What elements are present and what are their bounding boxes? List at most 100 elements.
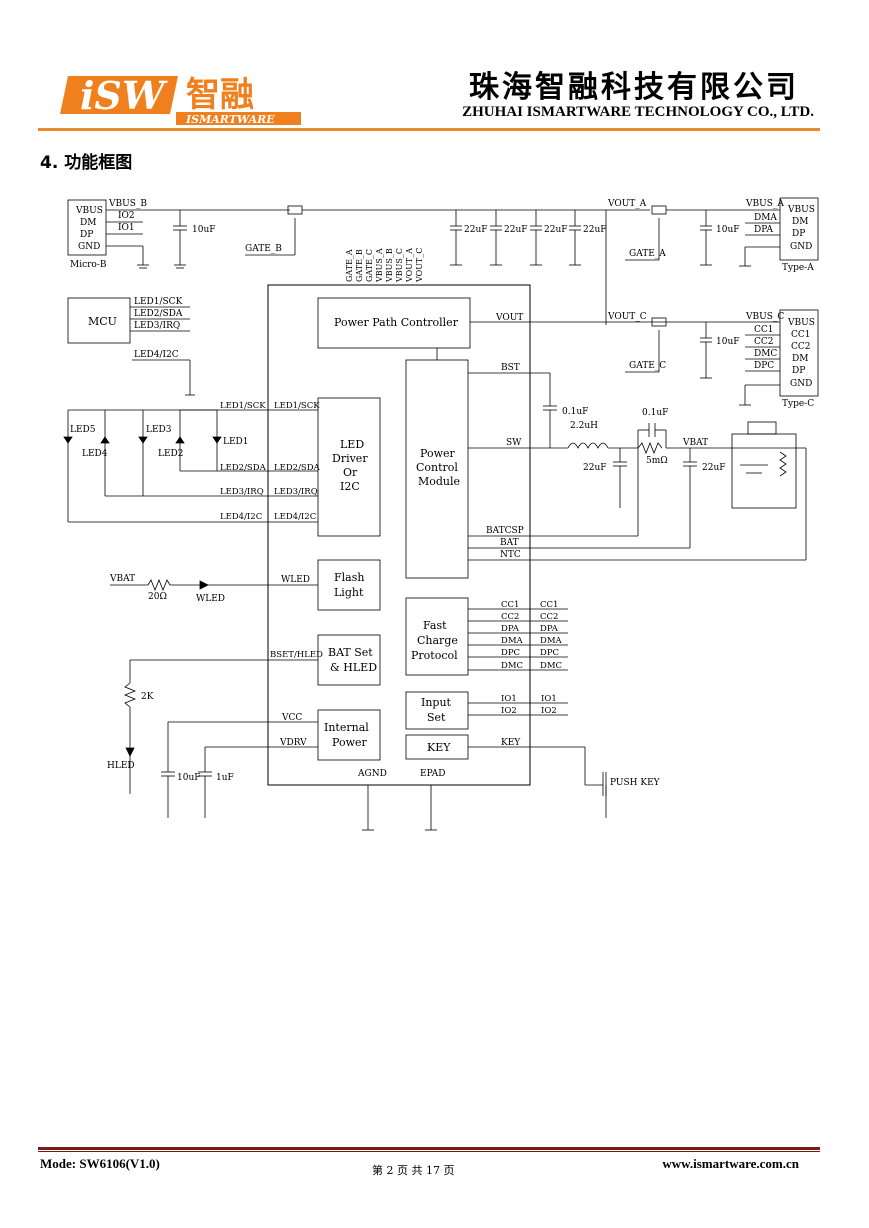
svg-text:IO1: IO1 bbox=[501, 694, 517, 704]
svg-text:VCC: VCC bbox=[281, 713, 302, 723]
type-a-connector: VBUS DM DP GND Type-A bbox=[779, 197, 819, 273]
svg-text:22uF: 22uF bbox=[464, 225, 488, 235]
svg-text:LED2/SDA: LED2/SDA bbox=[220, 463, 267, 473]
svg-text:LED4/I2C: LED4/I2C bbox=[220, 512, 262, 522]
svg-text:0.1uF: 0.1uF bbox=[562, 407, 588, 417]
svg-text:EPAD: EPAD bbox=[420, 769, 446, 779]
svg-text:LED3/IRQ: LED3/IRQ bbox=[274, 487, 318, 497]
svg-text:DP: DP bbox=[792, 366, 805, 376]
svg-text:CC1: CC1 bbox=[754, 325, 774, 335]
svg-text:VDRV: VDRV bbox=[279, 738, 307, 748]
footer-divider bbox=[38, 1147, 820, 1150]
svg-text:DM: DM bbox=[792, 217, 808, 227]
svg-text:DMA: DMA bbox=[540, 636, 563, 646]
svg-text:LED3: LED3 bbox=[146, 425, 172, 435]
svg-text:Type-C: Type-C bbox=[782, 399, 814, 409]
svg-text:VBAT: VBAT bbox=[109, 574, 135, 584]
svg-text:NTC: NTC bbox=[500, 550, 521, 560]
svg-text:Type-A: Type-A bbox=[782, 263, 814, 273]
svg-text:CC1: CC1 bbox=[540, 600, 558, 610]
svg-text:VBUS_C: VBUS_C bbox=[745, 312, 784, 322]
svg-text:10uF: 10uF bbox=[716, 225, 740, 235]
svg-text:LED3/IRQ: LED3/IRQ bbox=[134, 321, 180, 331]
svg-text:IO1: IO1 bbox=[118, 223, 135, 233]
svg-text:GATE_C: GATE_C bbox=[365, 249, 374, 282]
logo-cn: 智融 bbox=[186, 75, 254, 115]
svg-text:Power: Power bbox=[332, 736, 368, 749]
svg-text:LED3/IRQ: LED3/IRQ bbox=[220, 487, 264, 497]
svg-text:IO1: IO1 bbox=[541, 694, 557, 704]
svg-text:VOUT_C: VOUT_C bbox=[607, 312, 647, 322]
svg-text:IO2: IO2 bbox=[501, 706, 517, 716]
svg-text:Set: Set bbox=[427, 711, 446, 724]
type-c-connector: VBUS CC1 CC2 DM DP GND Type-C bbox=[779, 309, 819, 409]
svg-text:DP: DP bbox=[792, 229, 805, 239]
svg-text:LED1/SCK: LED1/SCK bbox=[220, 401, 266, 411]
svg-text:CC2: CC2 bbox=[791, 342, 811, 352]
logo-sub: ISMARTWARE bbox=[185, 113, 275, 126]
svg-text:CC2: CC2 bbox=[501, 612, 519, 622]
svg-text:CC2: CC2 bbox=[540, 612, 558, 622]
svg-text:Input: Input bbox=[421, 696, 452, 709]
svg-text:BSET/HLED: BSET/HLED bbox=[270, 650, 323, 660]
svg-text:DPA: DPA bbox=[754, 225, 773, 235]
logo-text: iSW bbox=[80, 73, 168, 118]
svg-text:22uF: 22uF bbox=[702, 463, 726, 473]
svg-text:Light: Light bbox=[334, 586, 364, 599]
mcu-label: MCU bbox=[88, 315, 117, 328]
company-name-en: ZHUHAI ISMARTWARE TECHNOLOGY CO., LTD. bbox=[462, 104, 814, 120]
svg-text:GND: GND bbox=[790, 242, 812, 252]
svg-text:LED4/I2C: LED4/I2C bbox=[134, 350, 179, 360]
svg-text:VBUS: VBUS bbox=[787, 318, 815, 328]
svg-text:VOUT_A: VOUT_A bbox=[607, 199, 647, 209]
svg-text:KEY: KEY bbox=[501, 738, 521, 748]
svg-text:GND: GND bbox=[78, 242, 100, 252]
svg-text:BAT: BAT bbox=[500, 538, 519, 548]
svg-text:LED2/SDA: LED2/SDA bbox=[274, 463, 321, 473]
svg-text:GATE_B: GATE_B bbox=[245, 244, 282, 254]
svg-text:LED: LED bbox=[340, 438, 364, 451]
header-divider bbox=[38, 128, 820, 131]
footer-website-link[interactable]: www.ismartware.com.cn bbox=[662, 1156, 799, 1171]
svg-text:LED4: LED4 bbox=[82, 449, 108, 459]
svg-text:DPA: DPA bbox=[540, 624, 559, 634]
svg-text:LED2/SDA: LED2/SDA bbox=[134, 309, 183, 319]
svg-text:Internal: Internal bbox=[324, 721, 369, 734]
svg-text:DPC: DPC bbox=[540, 648, 559, 658]
svg-text:1uF: 1uF bbox=[216, 773, 234, 783]
block-diagram: VBUS DM DP GND Micro-B VBUS_B IO2 IO1 10… bbox=[40, 190, 830, 840]
svg-text:Or: Or bbox=[343, 466, 358, 479]
svg-text:CC1: CC1 bbox=[501, 600, 519, 610]
svg-text:2.2uH: 2.2uH bbox=[570, 421, 598, 431]
gate-pins: GATE_A GATE_B GATE_C VBUS_A VBUS_B VBUS_… bbox=[345, 248, 424, 283]
svg-text:VBUS_A: VBUS_A bbox=[745, 199, 784, 209]
svg-text:WLED: WLED bbox=[281, 575, 310, 585]
svg-text:VBUS_C: VBUS_C bbox=[395, 248, 404, 283]
svg-text:LED2: LED2 bbox=[158, 449, 184, 459]
svg-text:GATE_A: GATE_A bbox=[345, 249, 354, 282]
svg-text:DPC: DPC bbox=[501, 648, 520, 658]
svg-text:& HLED: & HLED bbox=[330, 661, 377, 674]
svg-text:DMC: DMC bbox=[501, 661, 523, 671]
svg-text:I2C: I2C bbox=[340, 480, 360, 493]
svg-text:Charge: Charge bbox=[417, 634, 458, 647]
svg-text:Protocol: Protocol bbox=[411, 649, 458, 662]
svg-text:WLED: WLED bbox=[196, 594, 225, 604]
svg-text:CC1: CC1 bbox=[791, 330, 811, 340]
svg-text:DM: DM bbox=[792, 354, 808, 364]
svg-text:GND: GND bbox=[790, 379, 812, 389]
svg-text:LED5: LED5 bbox=[70, 425, 96, 435]
svg-text:22uF: 22uF bbox=[544, 225, 568, 235]
svg-text:22uF: 22uF bbox=[504, 225, 528, 235]
svg-text:10uF: 10uF bbox=[716, 337, 740, 347]
svg-text:VBAT: VBAT bbox=[682, 438, 708, 448]
svg-text:DMA: DMA bbox=[501, 636, 524, 646]
svg-text:VOUT_A: VOUT_A bbox=[405, 248, 414, 283]
svg-text:DPC: DPC bbox=[754, 361, 774, 371]
svg-text:DMC: DMC bbox=[540, 661, 562, 671]
footer-model: Mode: SW6106(V1.0) bbox=[40, 1156, 160, 1171]
svg-text:VBUS_B: VBUS_B bbox=[385, 248, 394, 283]
svg-text:CC2: CC2 bbox=[754, 337, 774, 347]
svg-text:22uF: 22uF bbox=[583, 463, 607, 473]
svg-text:IO2: IO2 bbox=[541, 706, 557, 716]
